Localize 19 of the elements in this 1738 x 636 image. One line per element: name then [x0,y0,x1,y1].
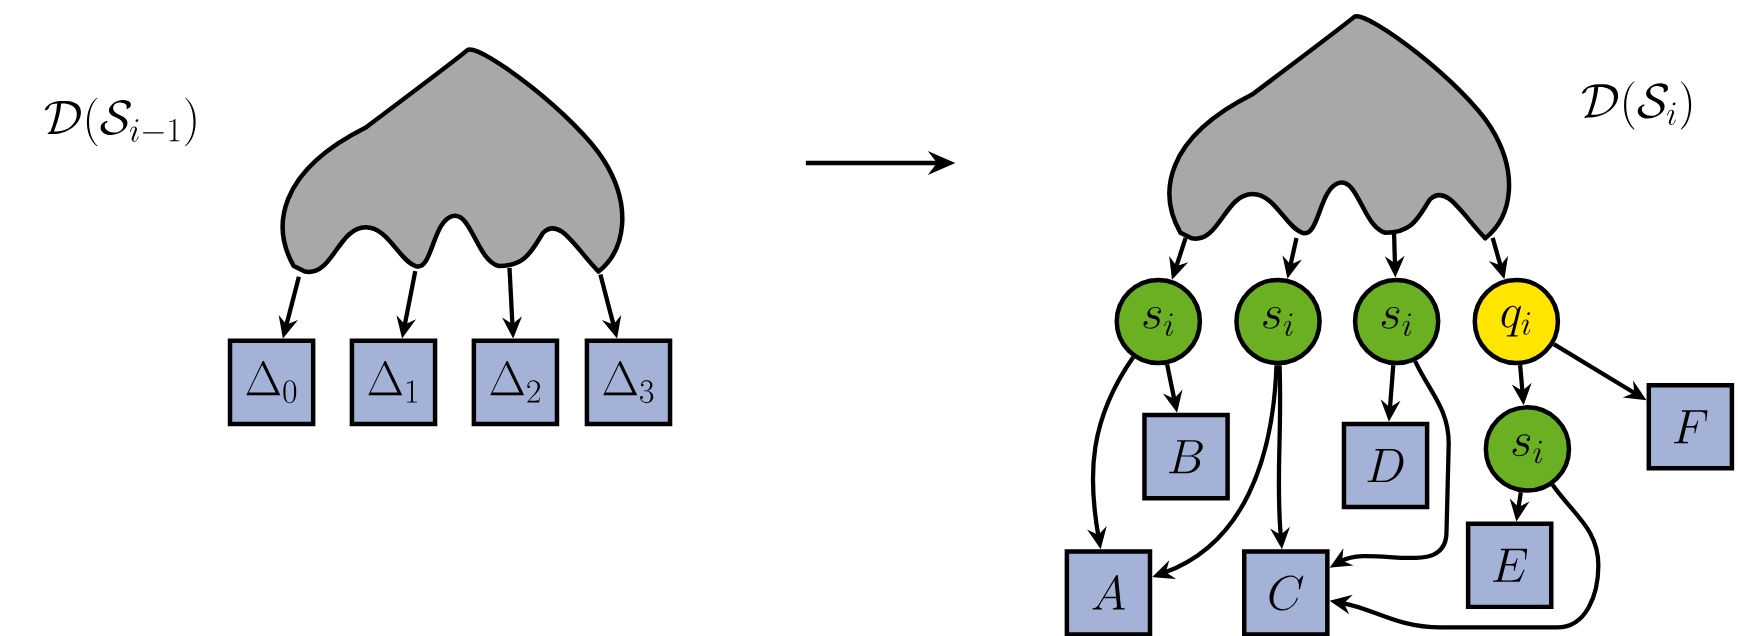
circle-node: $q_i$ [1472,277,1561,366]
set-label: $\mathcal{D}(\mathcal{S}_{i-1})$ [44,97,196,147]
circle-node: $s_i$ [1483,405,1572,493]
square-node: $F$ [1646,382,1735,471]
square-node: $A$ [1064,549,1153,636]
circle-node: $s_i$ [1352,277,1441,366]
square-node: $\Delta_1$ [349,338,438,427]
square-node: $B$ [1142,412,1230,501]
square-node: $C$ [1242,549,1330,636]
cloud-shape [1167,14,1512,241]
square-node: $\Delta_2$ [471,338,560,427]
circle-node: $s_i$ [1234,277,1322,366]
square-node: $\Delta_3$ [584,338,673,427]
circle-node: $s_i$ [1114,277,1203,366]
set-label: $\mathcal{D}(\mathcal{S}_i)$ [1581,81,1692,130]
square-node: $D$ [1341,421,1430,510]
square-node: $\Delta_0$ [227,338,316,427]
square-node: $E$ [1465,521,1554,609]
cloud-shape [280,47,625,274]
